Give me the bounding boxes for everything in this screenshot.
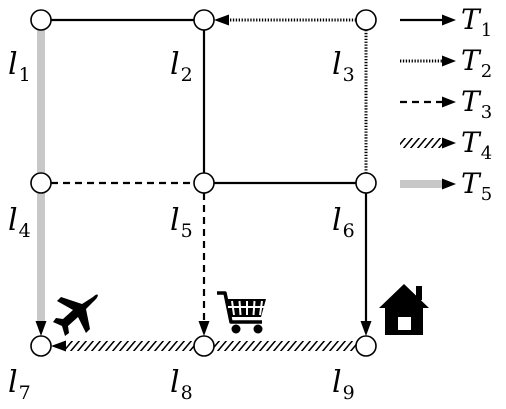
legend-label-T2-letter: T — [461, 44, 482, 77]
legend-label-T1-subscript: 1 — [481, 20, 492, 41]
legend-label-T4: T4 — [461, 126, 492, 164]
legend-label-T2: T2 — [461, 44, 492, 82]
house-chimney — [416, 286, 422, 300]
node-l6 — [355, 172, 377, 194]
node-label-l6-subscript: 6 — [343, 220, 355, 242]
node-label-l7-subscript: 7 — [19, 382, 31, 404]
node-label-l9: l9 — [332, 365, 355, 404]
legend-arrowhead-T2 — [442, 55, 456, 67]
legend-arrowhead-T5 — [442, 178, 456, 190]
node-label-l8: l8 — [170, 365, 193, 404]
node-label-l5-subscript: 5 — [181, 220, 193, 242]
legend-label-T1-letter: T — [461, 3, 482, 36]
legend-label-T3-letter: T — [461, 85, 482, 118]
legend-item-T4: T4 — [400, 126, 492, 164]
legend-label-T3: T3 — [461, 85, 492, 123]
nodes-layer — [30, 9, 377, 357]
edge-l6-l9-arrowhead — [360, 321, 372, 336]
airplane-icon — [53, 294, 98, 336]
legend-item-T5: T5 — [400, 167, 492, 205]
edge-l9-l7-arrowhead — [51, 340, 66, 352]
node-label-l4: l4 — [8, 203, 31, 242]
node-label-l8-letter: l — [170, 365, 180, 400]
airplane-shape — [53, 294, 98, 336]
cart-wheel — [253, 324, 263, 334]
node-label-l6: l6 — [332, 203, 355, 242]
house-icon — [379, 284, 429, 335]
legend-item-T2: T2 — [400, 44, 492, 82]
shopping-cart-icon — [217, 291, 266, 334]
icons-layer — [53, 284, 429, 336]
legend-item-T1: T1 — [400, 3, 492, 41]
node-label-l7-letter: l — [8, 365, 18, 400]
node-l1 — [30, 9, 52, 31]
node-l9 — [355, 335, 377, 357]
edge-l1-l7-arrowhead — [35, 321, 47, 336]
legend-arrowhead-T4 — [442, 137, 456, 149]
legend-label-T5: T5 — [461, 167, 492, 205]
cart-wheel — [231, 324, 241, 334]
node-l3 — [355, 9, 377, 31]
node-label-l4-subscript: 4 — [19, 220, 31, 242]
node-label-l5-letter: l — [170, 203, 180, 238]
node-l4 — [30, 172, 52, 194]
legend-item-T3: T3 — [400, 85, 492, 123]
node-label-l2-subscript: 2 — [181, 64, 193, 86]
legend-line-T4 — [400, 138, 444, 148]
legend-label-T5-letter: T — [461, 167, 482, 200]
legend-label-T3-subscript: 3 — [481, 102, 492, 123]
node-l5 — [193, 172, 215, 194]
node-l7 — [30, 335, 52, 357]
node-label-l7: l7 — [8, 365, 31, 404]
legend-arrowhead-T1 — [442, 14, 456, 26]
node-label-l2-letter: l — [170, 47, 180, 82]
node-l8 — [193, 335, 215, 357]
legend-label-T4-subscript: 4 — [481, 143, 492, 164]
legend-label-T2-subscript: 2 — [481, 61, 492, 82]
node-label-l6-letter: l — [332, 203, 342, 238]
node-label-l5: l5 — [170, 203, 193, 242]
node-label-l3-subscript: 3 — [343, 64, 355, 86]
node-label-l4-letter: l — [8, 203, 18, 238]
legend-label-T1: T1 — [461, 3, 492, 41]
house-window — [398, 317, 411, 330]
edge-l3-l2-arrowhead — [214, 14, 229, 26]
node-label-l3-letter: l — [332, 47, 342, 82]
node-label-l1-subscript: 1 — [19, 64, 31, 86]
node-label-l9-subscript: 9 — [343, 382, 355, 404]
legend-arrowhead-T3 — [442, 96, 456, 108]
legend-label-T4-letter: T — [461, 126, 482, 159]
node-label-l3: l3 — [332, 47, 355, 86]
node-label-l1-letter: l — [8, 47, 18, 82]
node-label-l9-letter: l — [332, 365, 342, 400]
node-label-l2: l2 — [170, 47, 193, 86]
legend-label-T5-subscript: 5 — [481, 184, 492, 205]
node-label-l1: l1 — [8, 47, 31, 86]
node-l2 — [193, 9, 215, 31]
edge-l5-l8-arrowhead — [198, 321, 210, 336]
node-label-l8-subscript: 8 — [181, 382, 193, 404]
